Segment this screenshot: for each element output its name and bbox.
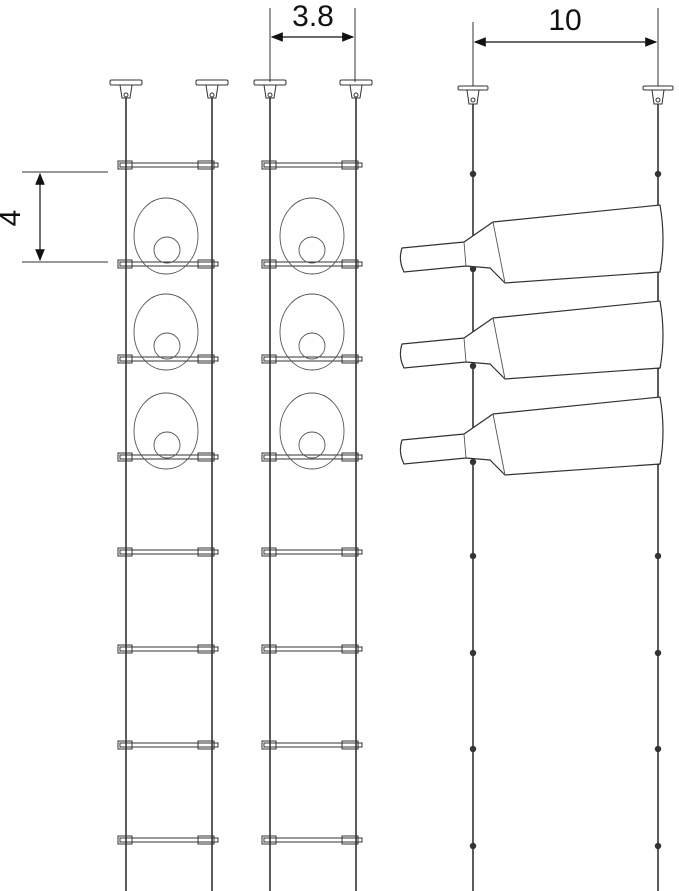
rung: [261, 644, 363, 654]
rung: [261, 160, 363, 170]
bottle-end-icon: [279, 392, 345, 470]
bottle-side-icon: [399, 204, 664, 284]
rung: [261, 740, 363, 750]
rung: [117, 547, 219, 557]
ceiling-mount-icon: [457, 85, 489, 105]
rung: [261, 835, 363, 845]
rung: [261, 354, 363, 364]
rung: [117, 259, 219, 269]
depth-dimension-label: 10: [548, 4, 581, 37]
bottle-end-views: [133, 197, 199, 470]
width-dimension-label: 3.8: [292, 0, 334, 33]
bottle-end-icon: [133, 197, 199, 275]
bottle-side-icon: [399, 300, 664, 380]
height-dimension: 4: [0, 171, 108, 263]
rungs: [117, 160, 219, 845]
ceiling-mount-icon: [253, 79, 287, 99]
rung: [117, 644, 219, 654]
rungs: [261, 160, 363, 845]
ceiling-mount-icon: [195, 79, 229, 99]
depth-dimension: 10: [472, 4, 659, 86]
rung: [117, 740, 219, 750]
height-dimension-label: 4: [0, 210, 27, 227]
front-ladder-right: [253, 79, 373, 891]
rung: [117, 354, 219, 364]
width-dimension: 3.8: [269, 0, 356, 82]
ceiling-mount-icon: [109, 79, 143, 99]
side-view: [399, 85, 674, 891]
bottle-end-icon: [279, 293, 345, 371]
rung: [261, 259, 363, 269]
rung: [261, 452, 363, 462]
bottle-end-icon: [133, 392, 199, 470]
rung: [117, 835, 219, 845]
bottle-end-icon: [133, 293, 199, 371]
bottle-end-views: [279, 197, 345, 470]
rung: [117, 160, 219, 170]
front-ladder-left: [109, 79, 229, 891]
rung: [117, 452, 219, 462]
rung: [261, 547, 363, 557]
ceiling-mount-icon: [642, 85, 674, 105]
bottle-side-icon: [399, 396, 664, 476]
bottle-end-icon: [279, 197, 345, 275]
ceiling-mount-icon: [339, 79, 373, 99]
